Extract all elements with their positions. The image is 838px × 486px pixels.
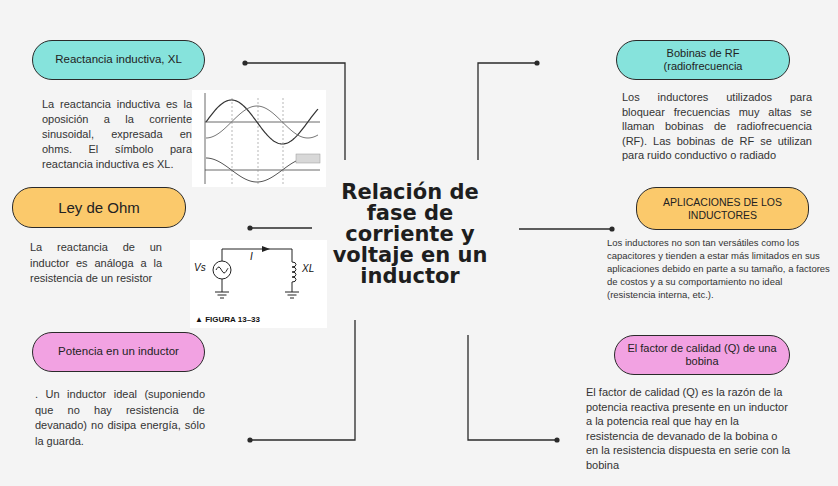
topic-heading: El factor de calidad (Q) de una bobina — [614, 335, 790, 375]
chart-axis — [205, 170, 320, 171]
topic-heading: Potencia en un inductor — [32, 332, 205, 372]
leader-line — [245, 63, 345, 160]
topic-body: Los inductores no son tan versátiles com… — [607, 236, 830, 301]
topic-heading: Bobinas de RF (radiofrecuencia — [616, 40, 790, 80]
topic-body: El factor de calidad (Q) es la razón de … — [586, 385, 791, 472]
circuit-wire — [292, 282, 293, 292]
leader-line — [250, 227, 312, 228]
circuit-wire — [222, 279, 223, 292]
chart-gridline — [283, 98, 284, 184]
leader-dot — [247, 437, 252, 442]
sine-curve — [206, 100, 318, 144]
central-title: Relación de fase de corriente y voltaje … — [316, 182, 504, 287]
topic-body: Los inductores utilizados para bloquear … — [622, 90, 812, 163]
topic-node: APLICACIONES DE LOS INDUCTORES Los induct… — [607, 187, 830, 301]
signal-name: I — [250, 251, 253, 262]
ground-symbol — [220, 298, 224, 299]
chart-tag — [296, 154, 320, 163]
inductor-symbol — [292, 262, 296, 282]
topic-heading: Ley de Ohm — [12, 187, 186, 228]
leader-dot — [534, 60, 539, 65]
leader-dot — [554, 437, 559, 442]
circuit-picture — [190, 240, 327, 328]
component-name: XL — [302, 263, 314, 274]
signal-name: Vs — [194, 262, 206, 273]
leader-dot — [609, 226, 614, 231]
chart-axis — [205, 122, 320, 123]
topic-body: . Un inductor ideal (suponiendo que no h… — [35, 387, 205, 449]
ground-symbol — [288, 295, 297, 296]
leader-line — [478, 63, 537, 160]
leader-line — [250, 320, 355, 440]
current-arrow — [262, 246, 270, 252]
ac-source-symbol — [216, 267, 228, 273]
ground-symbol — [290, 298, 294, 299]
topic-body: La reactancia de un inductor es análoga … — [30, 240, 162, 287]
figure-caption: ▲ FIGURA 13–33 — [195, 315, 260, 324]
topic-node: Potencia en un inductor . Un inductor ide… — [32, 332, 205, 449]
topic-node: El factor de calidad (Q) de una bobinaEl… — [586, 335, 791, 472]
leader-line — [519, 228, 612, 229]
circuit-wire — [222, 249, 292, 262]
sine-curve — [206, 106, 318, 138]
topic-node: Bobinas de RF (radiofrecuenciaLos induct… — [616, 40, 812, 163]
topic-heading: APLICACIONES DE LOS INDUCTORES — [636, 187, 809, 230]
ac-source-symbol — [213, 261, 231, 279]
chart-gridline — [258, 98, 259, 184]
ground-symbol — [215, 292, 229, 293]
leader-dot — [247, 225, 252, 230]
topic-body: La reactancia inductiva es la oposición … — [42, 97, 192, 172]
leader-dot — [242, 60, 247, 65]
topic-node: Ley de Ohm La reactancia de un inductor e… — [12, 187, 186, 287]
ground-symbol — [218, 295, 227, 296]
leader-line — [468, 335, 557, 440]
topic-node: Reactancia inductiva, XL La reactancia in… — [32, 40, 205, 172]
ground-symbol — [285, 292, 299, 293]
topic-heading: Reactancia inductiva, XL — [32, 40, 205, 80]
waveform-picture — [192, 90, 326, 187]
